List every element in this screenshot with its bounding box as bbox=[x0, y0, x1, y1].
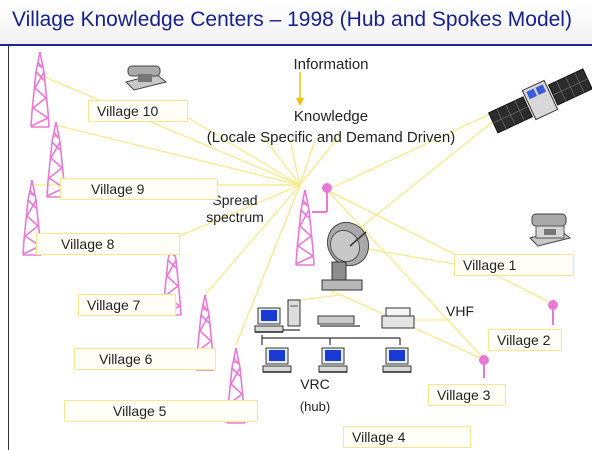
computer-icon bbox=[382, 347, 412, 373]
printer-icon bbox=[381, 307, 415, 329]
hub-label: VRC bbox=[300, 376, 330, 392]
antenna-village-2 bbox=[548, 300, 558, 325]
tower-hub bbox=[295, 189, 315, 266]
server-tower-icon bbox=[287, 299, 301, 327]
knowledge-subtitle: (Locale Specific and Demand Driven) bbox=[206, 129, 456, 146]
arrow-head bbox=[296, 98, 304, 106]
village-7-label: Village 7 bbox=[78, 294, 176, 316]
village-5-label: Village 5 bbox=[64, 400, 258, 422]
modem-icon bbox=[317, 315, 355, 325]
tower-village-10 bbox=[30, 51, 50, 128]
information-label: Information bbox=[293, 56, 369, 73]
lan-lines bbox=[261, 325, 410, 345]
hub-antenna bbox=[312, 183, 332, 213]
village-6-label: Village 6 bbox=[74, 348, 216, 370]
village-10-label: Village 10 bbox=[88, 100, 188, 122]
village-4-label: Village 4 bbox=[343, 426, 471, 448]
spread-label: Spread bbox=[212, 192, 258, 208]
computer-icon bbox=[254, 307, 284, 333]
computer-icon bbox=[262, 347, 292, 373]
telephone-icon bbox=[125, 65, 168, 91]
left-border bbox=[8, 46, 9, 450]
title-bar: Village Knowledge Centers – 1998 (Hub an… bbox=[0, 0, 592, 46]
village-9-label: Village 9 bbox=[60, 178, 218, 200]
spectrum-label: spectrum bbox=[206, 209, 264, 225]
village-2-label: Village 2 bbox=[488, 329, 562, 351]
antenna-village-3 bbox=[479, 355, 489, 378]
vhf-label: VHF bbox=[446, 303, 474, 319]
slide-title: Village Knowledge Centers – 1998 (Hub an… bbox=[12, 8, 572, 31]
village-1-label: Village 1 bbox=[454, 254, 574, 276]
knowledge-label: Knowledge bbox=[293, 108, 369, 125]
satellite-dish-icon bbox=[321, 221, 370, 291]
hub-sublabel: (hub) bbox=[299, 399, 331, 414]
village-8-label: Village 8 bbox=[36, 233, 180, 255]
village-3-label: Village 3 bbox=[428, 384, 506, 406]
telephone-icon bbox=[529, 213, 572, 247]
computer-icon bbox=[318, 347, 348, 373]
satellite-icon bbox=[487, 68, 592, 134]
